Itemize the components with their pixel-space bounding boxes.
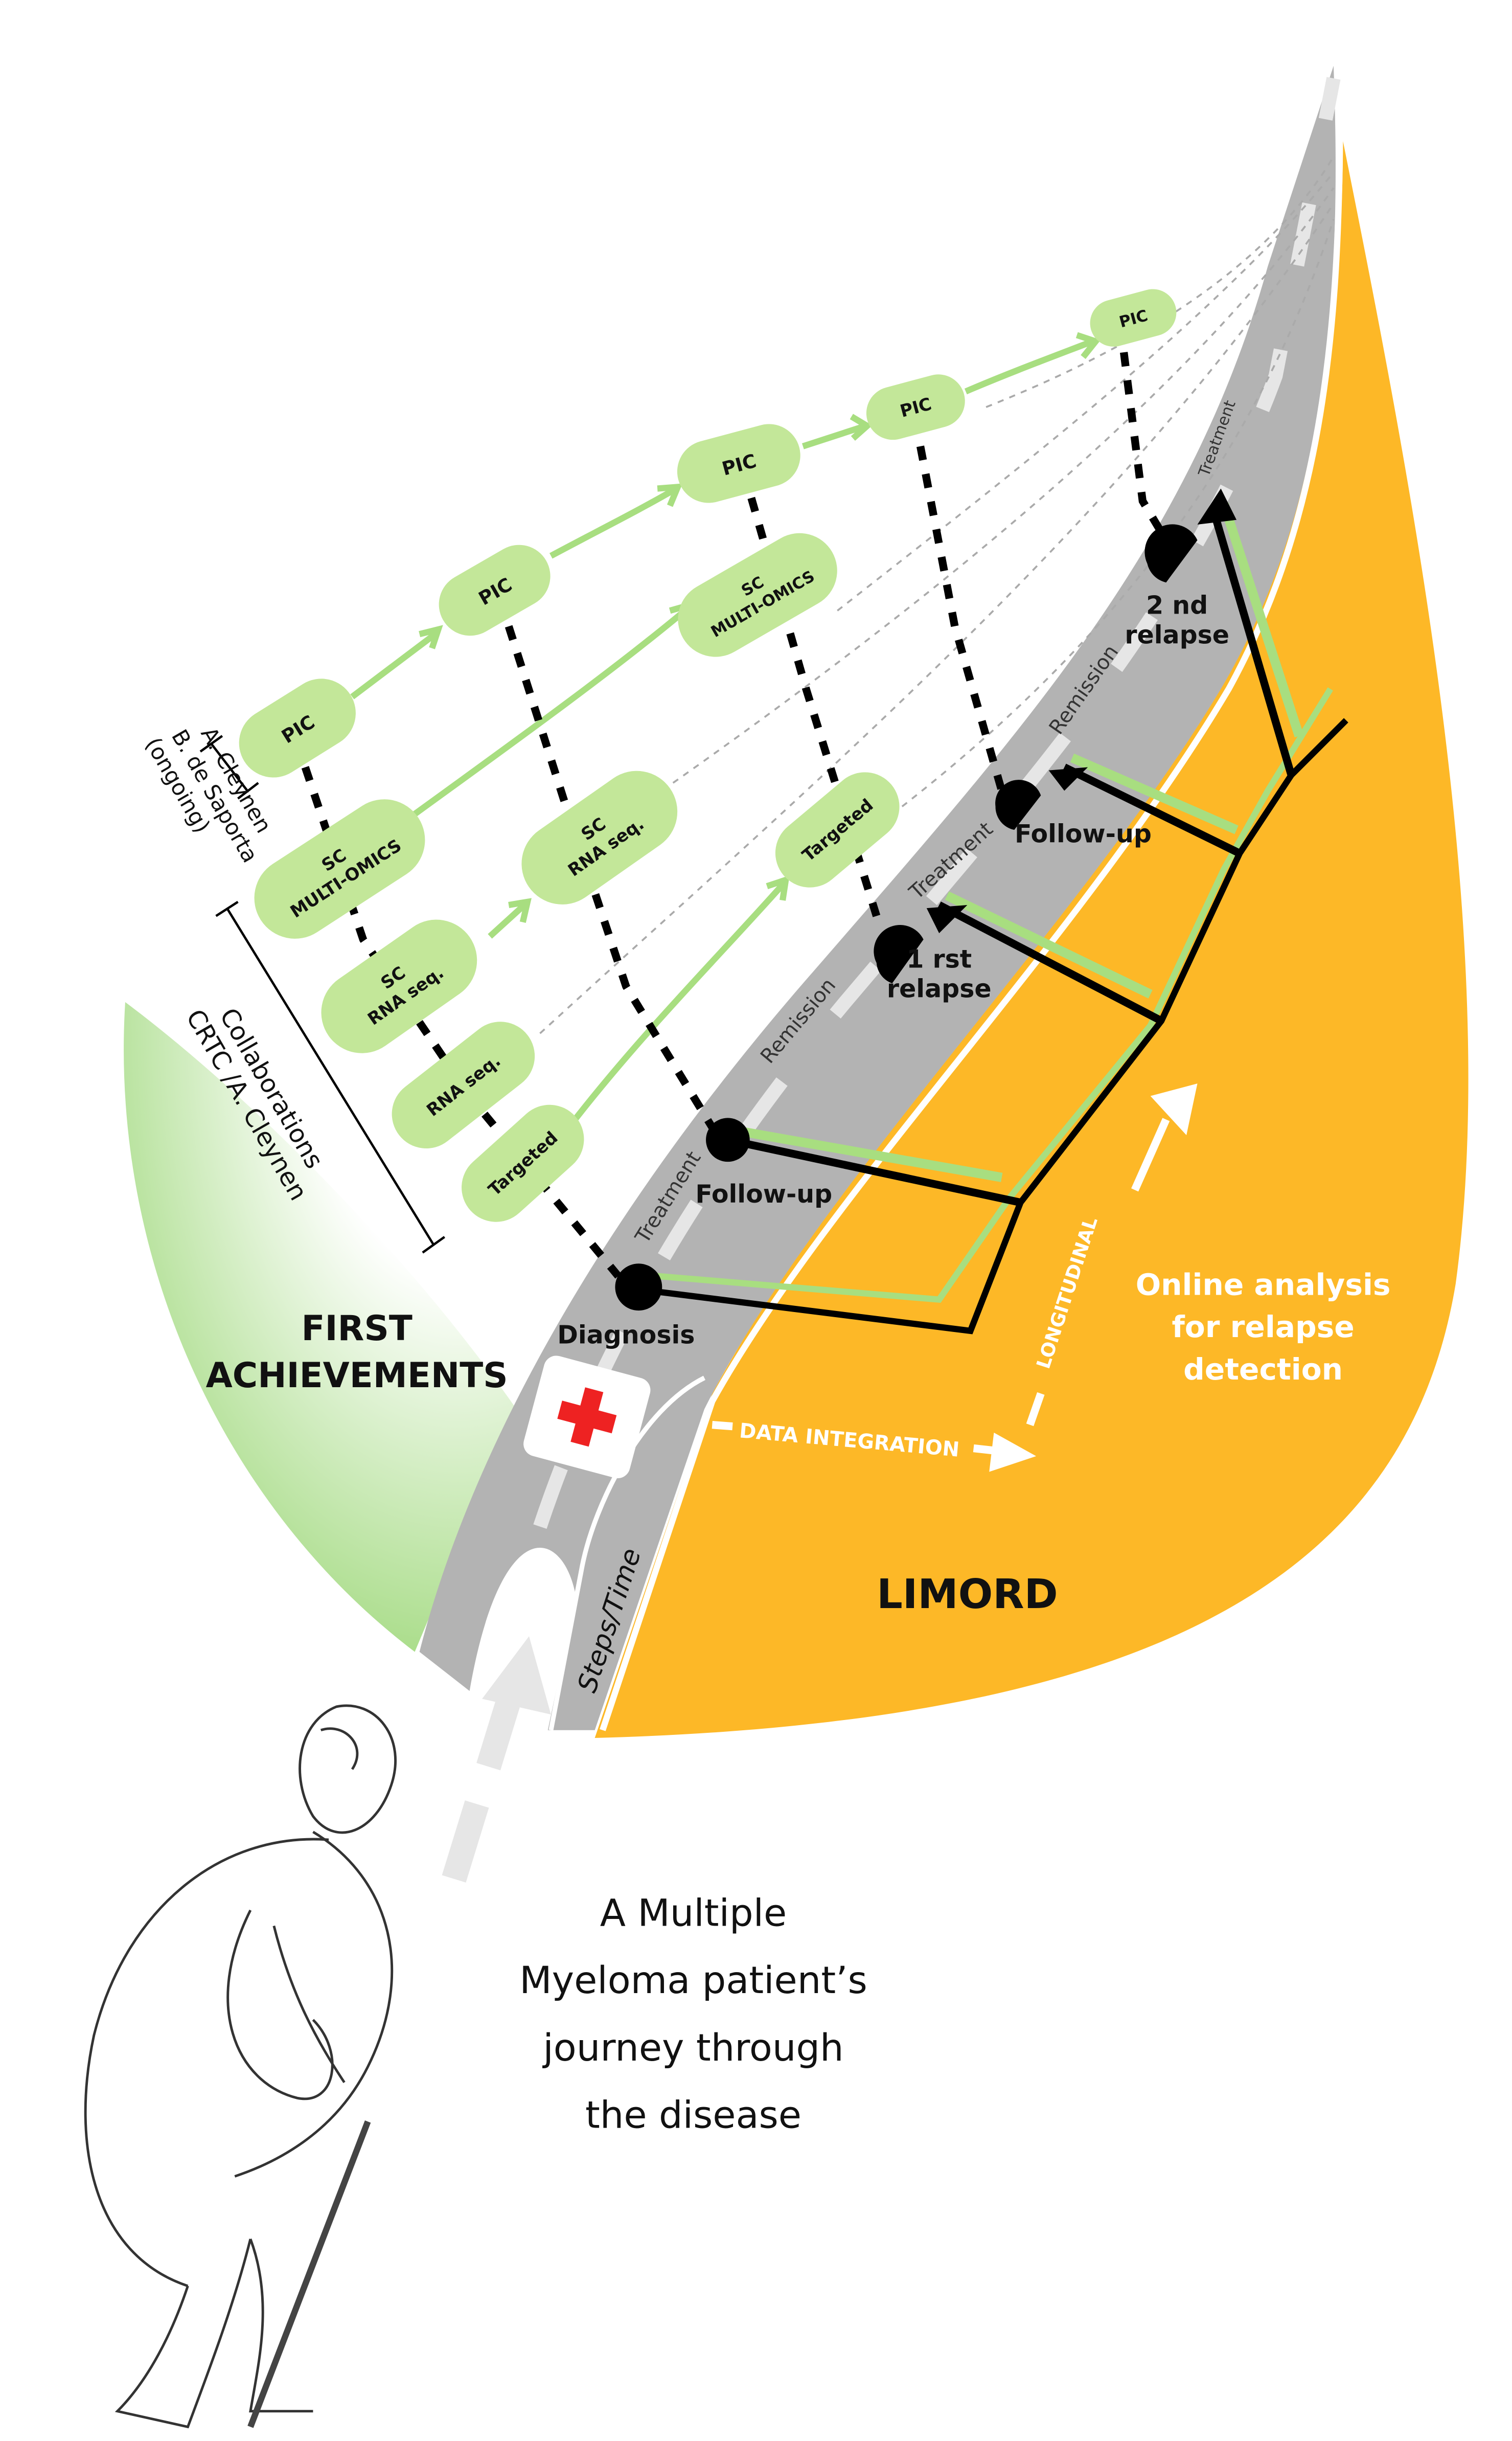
milestone-dot	[995, 780, 1041, 830]
pill-targeted: Targeted	[462, 1104, 584, 1222]
milestone-label: Follow-up	[695, 1180, 832, 1209]
milestone-dot	[615, 1263, 662, 1311]
analysis-paths	[657, 503, 1348, 1335]
milestone-dot	[706, 1118, 750, 1162]
online-analysis-text: detection	[1183, 1352, 1343, 1387]
pill-pic: PIC	[439, 545, 551, 636]
first-achievements-title: ACHIEVEMENTS	[206, 1355, 508, 1395]
first-achievements-title: FIRST	[301, 1308, 412, 1348]
milestone-label: Diagnosis	[557, 1320, 695, 1349]
caption-line: journey through	[542, 2026, 843, 2070]
fan-lines	[539, 156, 1335, 1034]
road-edge	[600, 141, 1343, 1731]
pill-pic: PIC	[239, 679, 356, 778]
milestone-dot	[874, 925, 924, 984]
caption-line: the disease	[585, 2093, 801, 2137]
milestone-label: Follow-up	[1015, 820, 1152, 849]
arrow-up-icon	[1150, 1083, 1198, 1136]
cane	[247, 2120, 371, 2428]
pill-pic: PIC	[1090, 289, 1177, 347]
arrow-right-icon	[989, 1432, 1037, 1472]
caption-line: Myeloma patient’s	[519, 1959, 867, 2002]
start-arrow-icon	[442, 1671, 529, 1883]
online-analysis-text: for relapse	[1172, 1309, 1354, 1344]
red-cross-icon	[523, 1355, 651, 1479]
milestone-label: relapse	[1125, 621, 1229, 650]
road	[419, 65, 1336, 1730]
online-analysis-text: Online analysis	[1136, 1267, 1391, 1302]
patient-figure	[84, 1704, 397, 2429]
bracket-bottom	[215, 900, 445, 1254]
pill-pic: PIC	[866, 374, 965, 440]
milestone-label: relapse	[887, 975, 992, 1004]
first-achievements-zone	[124, 1002, 517, 1652]
road-center-dashes	[533, 77, 1341, 1529]
milestone-label: 1 rst	[906, 944, 972, 974]
milestone-dot	[1144, 524, 1198, 583]
pill-pic: PIC	[677, 424, 800, 503]
milestone-label: 2 nd	[1146, 591, 1208, 620]
caption-line: A Multiple	[600, 1891, 787, 1935]
bracket-top	[199, 735, 259, 800]
limord-title: LIMORD	[877, 1570, 1058, 1618]
